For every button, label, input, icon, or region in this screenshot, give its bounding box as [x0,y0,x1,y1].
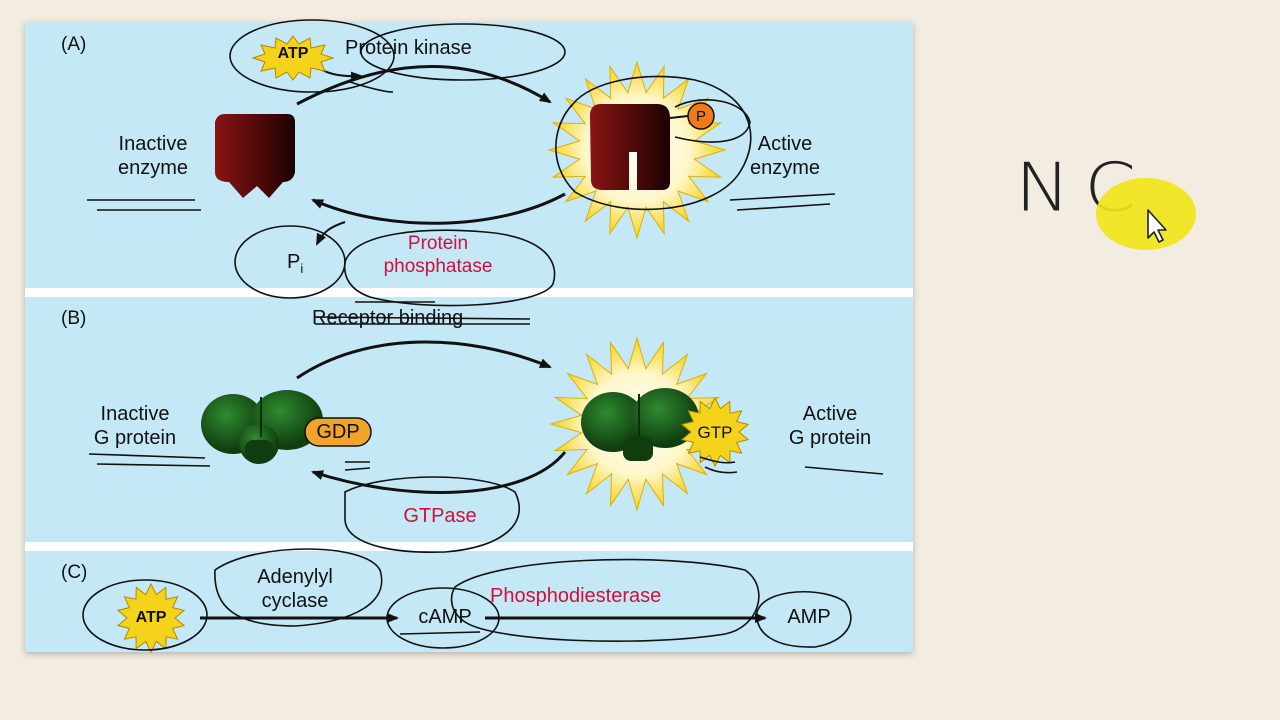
panel-separator [25,288,913,297]
phosphodiesterase-label: Phosphodiesterase [490,585,662,607]
diagram-graphics [82,19,884,654]
panel-a-letter: (A) [61,34,87,55]
gtpase-arrow [311,451,567,494]
cursor-highlight [1096,178,1196,250]
inactive-enzyme [215,114,295,198]
atp-starburst [251,35,335,81]
phosphate-label: P [695,108,706,125]
pen-annotations-c [82,548,852,651]
pointer-cursor-icon [1147,209,1167,243]
gdp-badge [304,417,372,447]
receptor-arrow [296,340,552,380]
pen-annotations-a [87,19,836,307]
camp-label: cAMP [418,606,472,628]
gtp-label: GTP [697,423,733,442]
pen-annotations-b [88,316,884,554]
panel-b-letter: (B) [61,308,87,329]
amp-label: AMP [787,606,831,628]
protein-kinase-label: Protein kinase [345,37,472,59]
active-enzyme [590,104,670,190]
gtpase-label: GTPase [403,505,477,527]
atp-c-starburst [116,582,186,654]
gtp-starburst [680,396,750,468]
kinase-arrow [296,64,552,106]
gdp-label: GDP [316,421,360,443]
atp-c-label: ATP [135,609,167,626]
receptor-binding-label: Receptor binding [312,307,464,329]
panel-separator [25,542,913,551]
panel-c-letter: (C) [61,562,88,583]
pi-release-arrow [316,221,346,246]
pi-label: Pi [287,251,304,276]
active-g-protein [581,388,699,461]
atp-label: ATP [277,45,309,62]
phosphatase-arrow [311,192,566,225]
